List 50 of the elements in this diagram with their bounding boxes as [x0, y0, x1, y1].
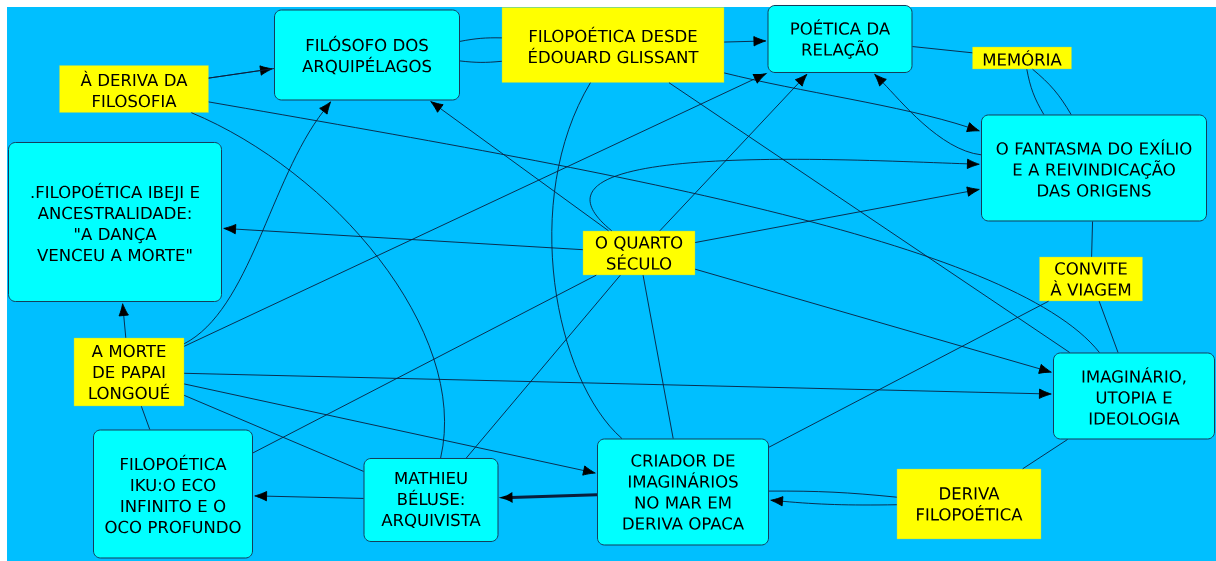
arrow — [694, 268, 1052, 374]
connector-line — [1098, 300, 1119, 353]
arrow — [659, 73, 808, 232]
concept-box: FILÓSOFO DOS ARQUIPÉLAGOS — [274, 9, 460, 101]
concept-box: O FANTASMA DO EXÍLIO E A REIVINDICAÇÃO DAS ORIGENS — [981, 114, 1207, 222]
connector-line — [459, 60, 503, 63]
concept-box: POÉTICA DA RELAÇÃO — [767, 5, 913, 73]
arrow — [183, 372, 1052, 399]
connector-line — [190, 112, 445, 459]
arrow — [183, 73, 767, 347]
connector-line — [140, 405, 151, 430]
linking-phrase-box: FILOPOÉTICA DESDE ÉDOUARD GLISSANT — [501, 7, 725, 83]
connector-line — [183, 394, 364, 472]
arrow — [590, 158, 980, 232]
arrow — [694, 186, 980, 243]
connector-line — [668, 82, 1071, 353]
concept-box: .FILOPOÉTICA IBEJI E ANCESTRALIDADE: "A DANÇA VENCEU A MORTE" — [8, 142, 222, 302]
connector-line — [1091, 221, 1093, 258]
connector-line — [551, 82, 623, 439]
connector-line — [912, 46, 973, 54]
arrow — [770, 496, 898, 507]
connector-line — [1026, 68, 1045, 115]
concept-box: FILOPOÉTICA IKU:O ECO INFINITO E O OCO PROFUNDO — [93, 429, 253, 559]
connector-line — [459, 37, 503, 42]
arrow — [430, 101, 609, 232]
connector-line — [465, 274, 621, 459]
connector-line — [1022, 439, 1068, 470]
linking-phrase-box: O QUARTO SÉCULO — [582, 230, 696, 276]
connector-line — [768, 490, 898, 498]
arrow — [223, 224, 584, 251]
arrow — [118, 303, 129, 339]
linking-phrase-box: DERIVA FILOPOÉTICA — [896, 468, 1042, 540]
connector-line — [1032, 68, 1072, 115]
linking-phrase-box: A MORTE DE PAPAI LONGOUÉ — [73, 337, 185, 407]
arrow — [254, 491, 364, 502]
arrow — [723, 72, 980, 133]
connector-line — [642, 274, 674, 439]
concept-box: CRIADOR DE IMAGINÁRIOS NO MAR EM DERIVA OPACA — [597, 438, 769, 546]
connector-line — [252, 274, 597, 454]
concept-box: MATHIEU BÉLUSE: ARQUIVISTA — [363, 458, 499, 542]
concept-box: IMAGINÁRIO, UTOPIA E IDEOLOGIA — [1053, 352, 1215, 440]
arrow — [723, 36, 767, 47]
linking-phrase-box: À DERIVA DA FILOSOFIA — [59, 65, 209, 113]
connector-line — [208, 101, 1100, 353]
linking-phrase-box: CONVITE À VIAGEM — [1039, 256, 1143, 302]
arrow — [183, 101, 332, 345]
linking-phrase-box: MEMÓRIA — [972, 46, 1072, 70]
arrow — [874, 73, 982, 156]
connector-line — [768, 300, 1049, 448]
arrow — [183, 383, 596, 476]
